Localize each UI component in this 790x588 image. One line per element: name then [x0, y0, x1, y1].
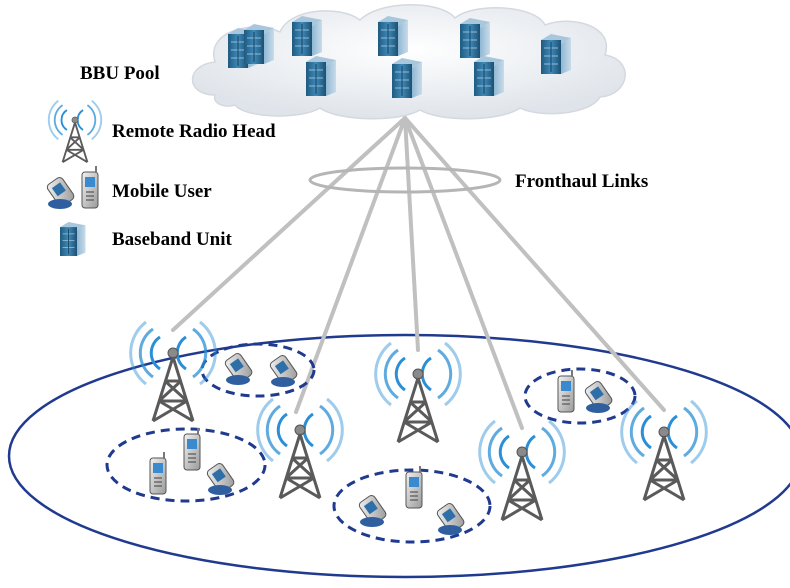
mobile-phone-icon — [223, 351, 254, 386]
mobile-phone-icon — [149, 451, 167, 495]
bbu-pool-label: BBU Pool — [80, 63, 160, 84]
mobile-phone-icon — [435, 501, 466, 536]
mobile-users — [149, 351, 614, 536]
mobile-phone-icon — [81, 165, 99, 209]
legend-label-baseband-unit: Baseband Unit — [112, 229, 232, 250]
legend-label-remote-radio-head: Remote Radio Head — [112, 121, 276, 142]
fronthaul-links-label: Fronthaul Links — [515, 171, 649, 192]
server-rack-icon — [243, 23, 275, 65]
server-rack-icon — [59, 221, 86, 257]
user-cluster — [200, 342, 316, 398]
mobile-phone-icon — [357, 493, 388, 528]
user-cluster — [105, 427, 267, 503]
server-rack-icon — [473, 55, 505, 97]
cell-boundary — [7, 333, 790, 579]
radio-tower-icon — [620, 399, 708, 502]
radio-tower-icon — [256, 397, 344, 500]
server-rack-icon — [377, 15, 409, 57]
server-rack-icon — [459, 17, 491, 59]
mobile-phone-icon — [45, 175, 76, 210]
legend-label-mobile-user: Mobile User — [112, 181, 212, 202]
user-cluster — [332, 468, 492, 544]
mobile-phone-icon — [557, 369, 575, 413]
legend-icons — [45, 99, 103, 257]
server-rack-icon — [291, 15, 323, 57]
radio-tower-icon — [478, 419, 566, 522]
server-rack-icon — [540, 33, 572, 75]
mobile-phone-icon — [205, 461, 236, 496]
user-clusters — [105, 342, 637, 544]
user-cluster — [523, 367, 637, 425]
radio-tower-icon — [129, 320, 217, 423]
mobile-phone-icon — [183, 427, 201, 471]
fronthaul-link — [171, 116, 407, 332]
server-rack-icon — [391, 57, 423, 99]
fronthaul-link — [403, 116, 420, 352]
fronthaul-link — [403, 116, 666, 412]
mobile-phone-icon — [405, 465, 423, 509]
mobile-phone-icon — [583, 379, 614, 414]
mobile-phone-icon — [268, 353, 299, 388]
fronthaul-bundle-ring — [308, 166, 502, 194]
radio-tower-icon — [47, 99, 103, 164]
server-rack-icon — [305, 55, 337, 97]
radio-tower-icon — [374, 341, 462, 444]
